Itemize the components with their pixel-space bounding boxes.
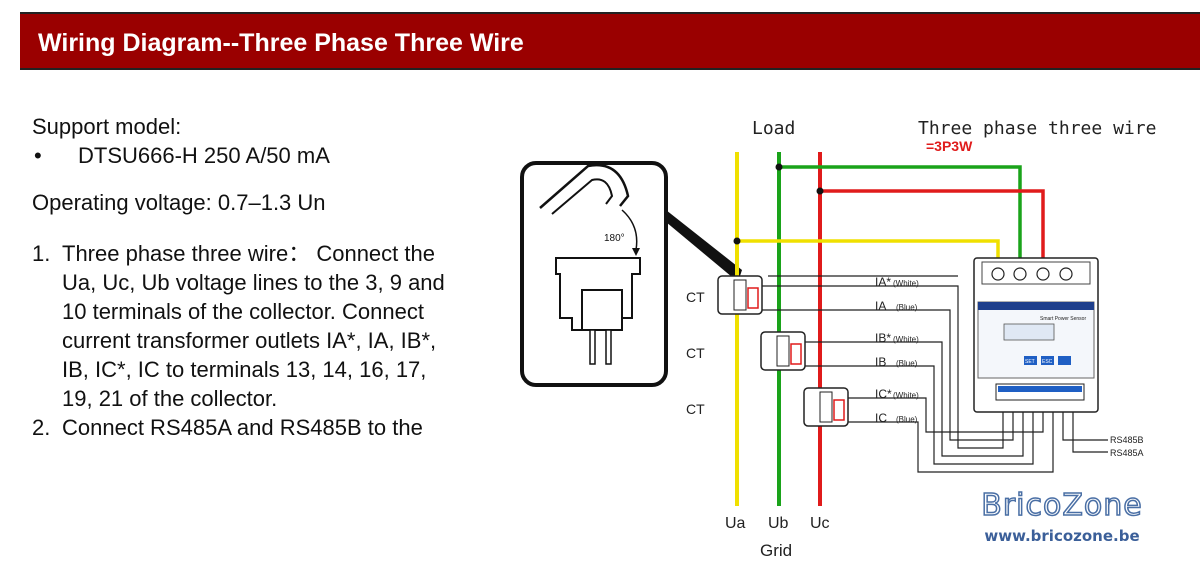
watermark: BricoZone www.bricozone.be xyxy=(962,487,1162,545)
ia-star-label: IA* xyxy=(875,275,891,289)
ic-color: (Blue) xyxy=(896,415,918,424)
step-text: Three phase three wire： Connect the Ua, … xyxy=(62,241,445,411)
operating-voltage: Operating voltage: 0.7–1.3 Un xyxy=(32,190,326,215)
step-number: 2. xyxy=(32,415,51,440)
ib-label: IB xyxy=(875,355,886,369)
step-number: 1. xyxy=(32,241,51,266)
ct-block-c xyxy=(803,387,849,427)
uc-label: Uc xyxy=(810,515,830,532)
support-label: Support model: xyxy=(32,114,182,139)
ia-star-color: (White) xyxy=(893,279,919,288)
watermark-brand: BricoZone xyxy=(981,487,1143,524)
ic-label: IC xyxy=(875,411,887,425)
wire-ub xyxy=(779,165,1022,258)
ia-color: (Blue) xyxy=(896,303,918,312)
watermark-url: www.bricozone.be xyxy=(984,527,1140,545)
wire-ua xyxy=(737,239,1000,258)
rs485b-label: RS485B xyxy=(1110,435,1144,445)
ib-star-label: IB* xyxy=(875,331,891,345)
model-bullet: • DTSU666-H 250 A/50 mA xyxy=(34,141,452,170)
ct-block-b xyxy=(760,331,806,371)
bullet-marker: • xyxy=(34,143,42,168)
ct-label-c: CT xyxy=(686,401,705,417)
smart-meter: Smart Power Sensor SET ESC xyxy=(973,257,1099,413)
angle-label: 180° xyxy=(604,233,625,244)
ua-label: Ua xyxy=(725,515,746,532)
list-item: 1. Three phase three wire： Connect the U… xyxy=(32,239,452,413)
header-bar: Wiring Diagram--Three Phase Three Wire xyxy=(20,12,1200,70)
ct-label-a: CT xyxy=(686,289,705,305)
model-name: DTSU666-H 250 A/50 mA xyxy=(78,143,330,168)
step-text: Connect RS485A and RS485B to the xyxy=(62,415,423,440)
ib-star-color: (White) xyxy=(893,335,919,344)
ct-inset: 180° xyxy=(520,161,742,387)
load-label: Load xyxy=(752,118,795,139)
description-text: Support model: • DTSU666-H 250 A/50 mA O… xyxy=(32,112,452,442)
ub-label: Ub xyxy=(768,515,789,532)
ic-star-color: (White) xyxy=(893,391,919,400)
ct-signal-wires xyxy=(762,275,1108,473)
wire-uc xyxy=(820,189,1045,258)
code-label: =3P3W xyxy=(926,138,973,154)
steps-list: 1. Three phase three wire： Connect the U… xyxy=(32,239,452,442)
ib-color: (Blue) xyxy=(896,359,918,368)
ia-label: IA xyxy=(875,299,886,313)
page-title: Wiring Diagram--Three Phase Three Wire xyxy=(38,29,524,57)
ct-label-b: CT xyxy=(686,345,705,361)
grid-label: Grid xyxy=(760,541,792,560)
rs485a-label: RS485A xyxy=(1110,448,1144,458)
three-phase-label: Three phase three wire xyxy=(918,118,1156,139)
ct-block-a xyxy=(717,275,763,315)
list-item: 2. Connect RS485A and RS485B to the xyxy=(32,413,452,442)
meter-name: Smart Power Sensor xyxy=(1040,316,1086,322)
ic-star-label: IC* xyxy=(875,387,892,401)
set-label: SET xyxy=(1025,359,1035,365)
esc-label: ESC xyxy=(1042,359,1053,365)
